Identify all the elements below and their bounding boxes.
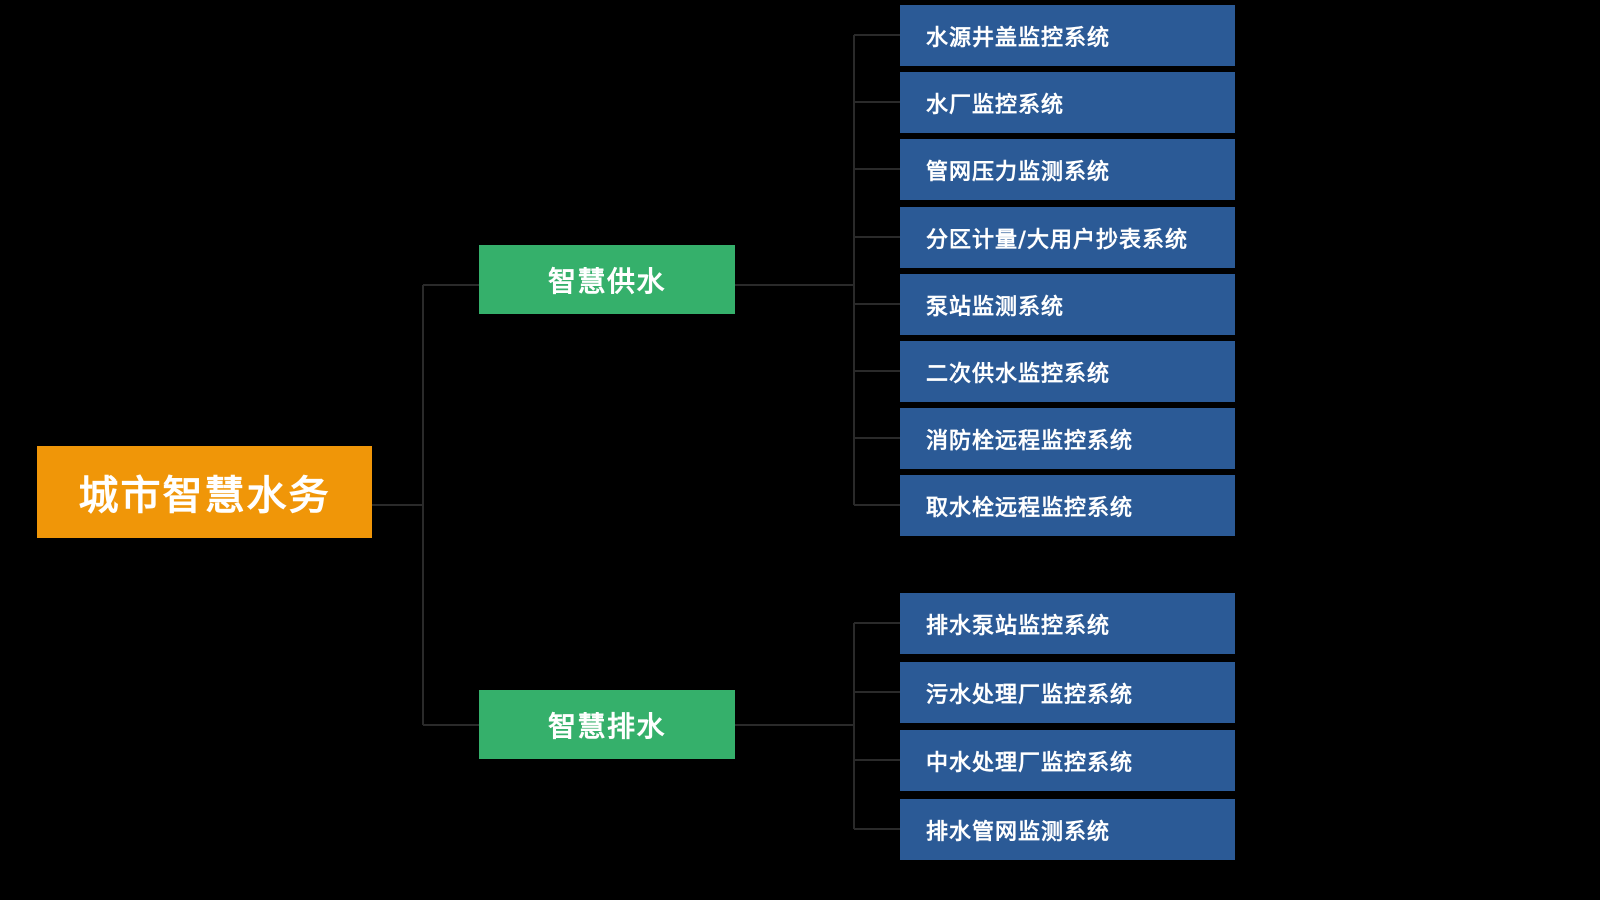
leaf-node[interactable]: 中水处理厂监控系统	[900, 730, 1235, 791]
leaf-node[interactable]: 分区计量/大用户抄表系统	[900, 207, 1235, 268]
leaf-node[interactable]: 取水栓远程监控系统	[900, 475, 1235, 536]
leaf-node[interactable]: 泵站监测系统	[900, 274, 1235, 335]
leaf-node[interactable]: 水厂监控系统	[900, 72, 1235, 133]
leaf-node[interactable]: 排水泵站监控系统	[900, 593, 1235, 654]
leaf-node[interactable]: 消防栓远程监控系统	[900, 408, 1235, 469]
leaf-node[interactable]: 排水管网监测系统	[900, 799, 1235, 860]
root-node[interactable]: 城市智慧水务	[37, 446, 372, 538]
leaf-node[interactable]: 污水处理厂监控系统	[900, 662, 1235, 723]
leaf-node[interactable]: 管网压力监测系统	[900, 139, 1235, 200]
branch-node-drain[interactable]: 智慧排水	[479, 690, 735, 759]
branch-node-supply[interactable]: 智慧供水	[479, 245, 735, 314]
leaf-node[interactable]: 二次供水监控系统	[900, 341, 1235, 402]
leaf-node[interactable]: 水源井盖监控系统	[900, 5, 1235, 66]
